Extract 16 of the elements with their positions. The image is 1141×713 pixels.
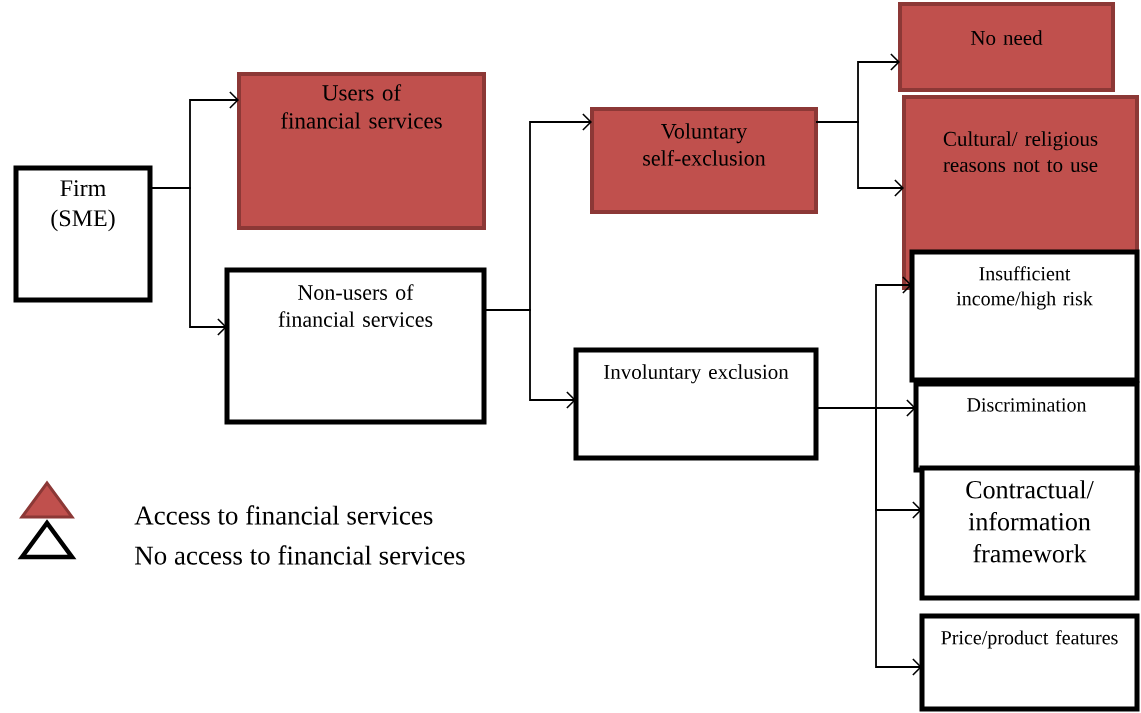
access-box: Users of financial services bbox=[237, 72, 486, 230]
process-box: Firm (SME) bbox=[13, 165, 153, 303]
arrow bbox=[815, 407, 922, 676]
arrow bbox=[149, 187, 227, 336]
access-box: Voluntary self-exclusion bbox=[590, 107, 818, 214]
process-box: Price/product features bbox=[919, 613, 1140, 712]
access-box: No need bbox=[898, 2, 1115, 92]
process-box: Contractual/ information framework bbox=[919, 465, 1140, 601]
arrow bbox=[483, 309, 576, 409]
process-box: Insufficient income/high risk bbox=[909, 249, 1140, 383]
arrow bbox=[815, 121, 904, 197]
process-box: Involuntary exclusion bbox=[573, 347, 819, 461]
process-box: Discrimination bbox=[913, 381, 1140, 473]
legend-text: Access to financial services bbox=[134, 505, 433, 525]
process-box: Non-users of financial services bbox=[224, 267, 487, 425]
legend-text: No access to financial services bbox=[135, 545, 465, 565]
